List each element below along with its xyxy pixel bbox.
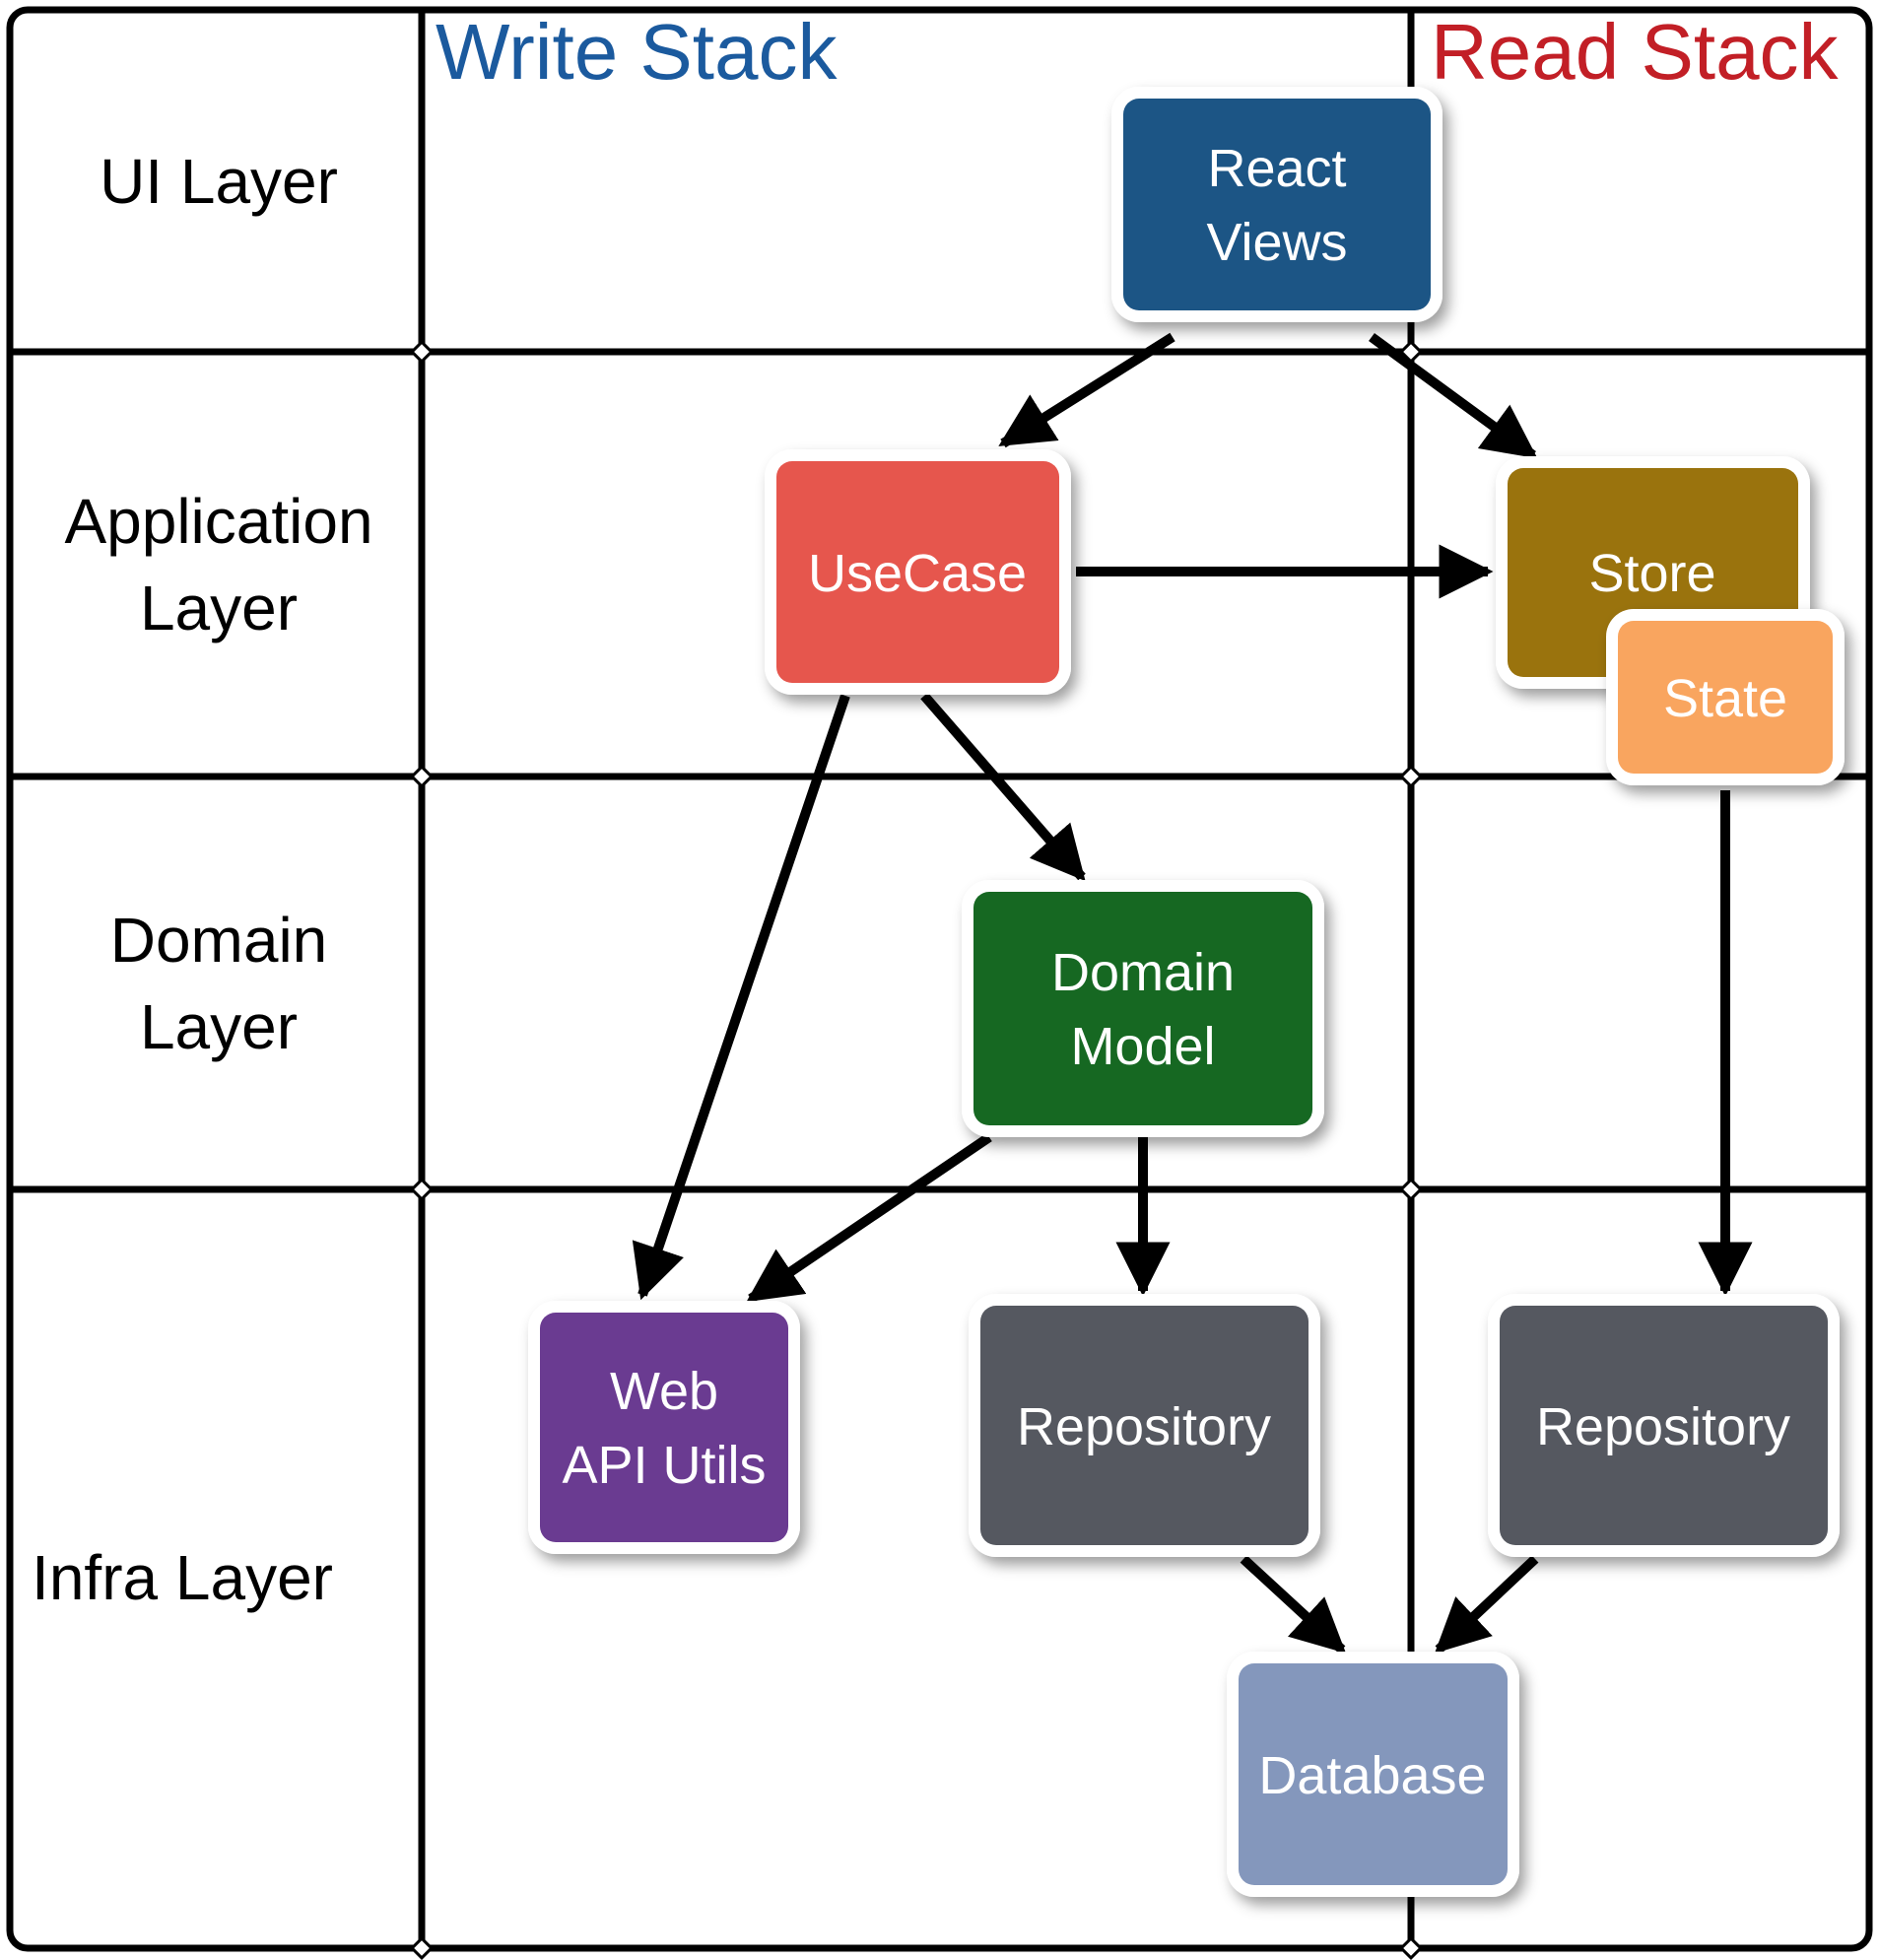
node-domain-model-label-line1: Domain [1051,943,1235,1002]
row-label-domain-layer-line1: Domain [110,905,328,976]
arrow-react-views-to-store [1369,332,1538,460]
arrow-repository-read-to-database [1434,1555,1539,1654]
node-database: Database [1227,1652,1519,1897]
node-react-views-box [1123,99,1431,310]
node-repository-read: Repository [1488,1294,1840,1557]
grid-junction-diamond [409,764,435,789]
row-label-ui-layer: UI Layer [100,146,338,217]
node-repository-write-box [980,1306,1309,1545]
arrow-domain-model-to-web-api-utils [746,1132,992,1304]
node-react-views-label-line1: React [1207,139,1346,198]
arrow-react-views-to-usecase [998,332,1175,448]
node-state-label: State [1663,669,1787,728]
grid-junction-diamond [409,1177,435,1202]
node-web-api-utils: Web API Utils [528,1301,800,1554]
arrow-usecase-to-web-api-utils [632,694,850,1301]
arrow-usecase-to-domain-model [920,692,1086,882]
node-usecase-box [776,461,1059,683]
node-domain-model: Domain Model [962,880,1324,1137]
node-repository-read-label: Repository [1536,1397,1790,1456]
grid-junction-diamond [1398,1935,1424,1960]
node-domain-model-box [973,892,1312,1125]
node-react-views: React Views [1111,87,1443,322]
row-label-application-layer-line2: Layer [140,573,298,643]
table-outer-border [6,6,1873,1952]
node-usecase: UseCase [765,449,1071,695]
node-state-box [1618,621,1833,774]
grid-junction-diamond [409,1935,435,1960]
node-store-label: Store [1588,544,1715,603]
node-web-api-utils-label-line1: Web [610,1362,718,1421]
grid-junction-diamond [1398,764,1424,789]
layer-table-grid [6,6,1873,1960]
node-domain-model-label-line2: Model [1070,1017,1215,1076]
grid-junction-diamond [1398,1177,1424,1202]
node-web-api-utils-label-line2: API Utils [562,1436,766,1495]
node-repository-write-label: Repository [1017,1397,1271,1456]
node-state: State [1606,609,1845,785]
node-repository-read-box [1500,1306,1828,1545]
read-stack-header: Read Stack [1431,8,1840,96]
row-label-domain-layer-line2: Layer [140,991,298,1062]
node-repository-write: Repository [969,1294,1320,1557]
node-database-label: Database [1258,1746,1486,1805]
layer-arrows [632,332,1753,1654]
write-stack-header: Write Stack [436,8,839,96]
row-label-infra-layer: Infra Layer [32,1542,333,1613]
grid-junction-diamond [409,339,435,365]
node-web-api-utils-box [540,1313,788,1542]
row-label-application-layer-line1: Application [64,486,372,557]
arrow-repository-write-to-database [1240,1555,1347,1654]
node-react-views-label-line2: Views [1206,213,1347,272]
node-database-box [1239,1663,1508,1885]
node-usecase-label: UseCase [808,544,1027,603]
